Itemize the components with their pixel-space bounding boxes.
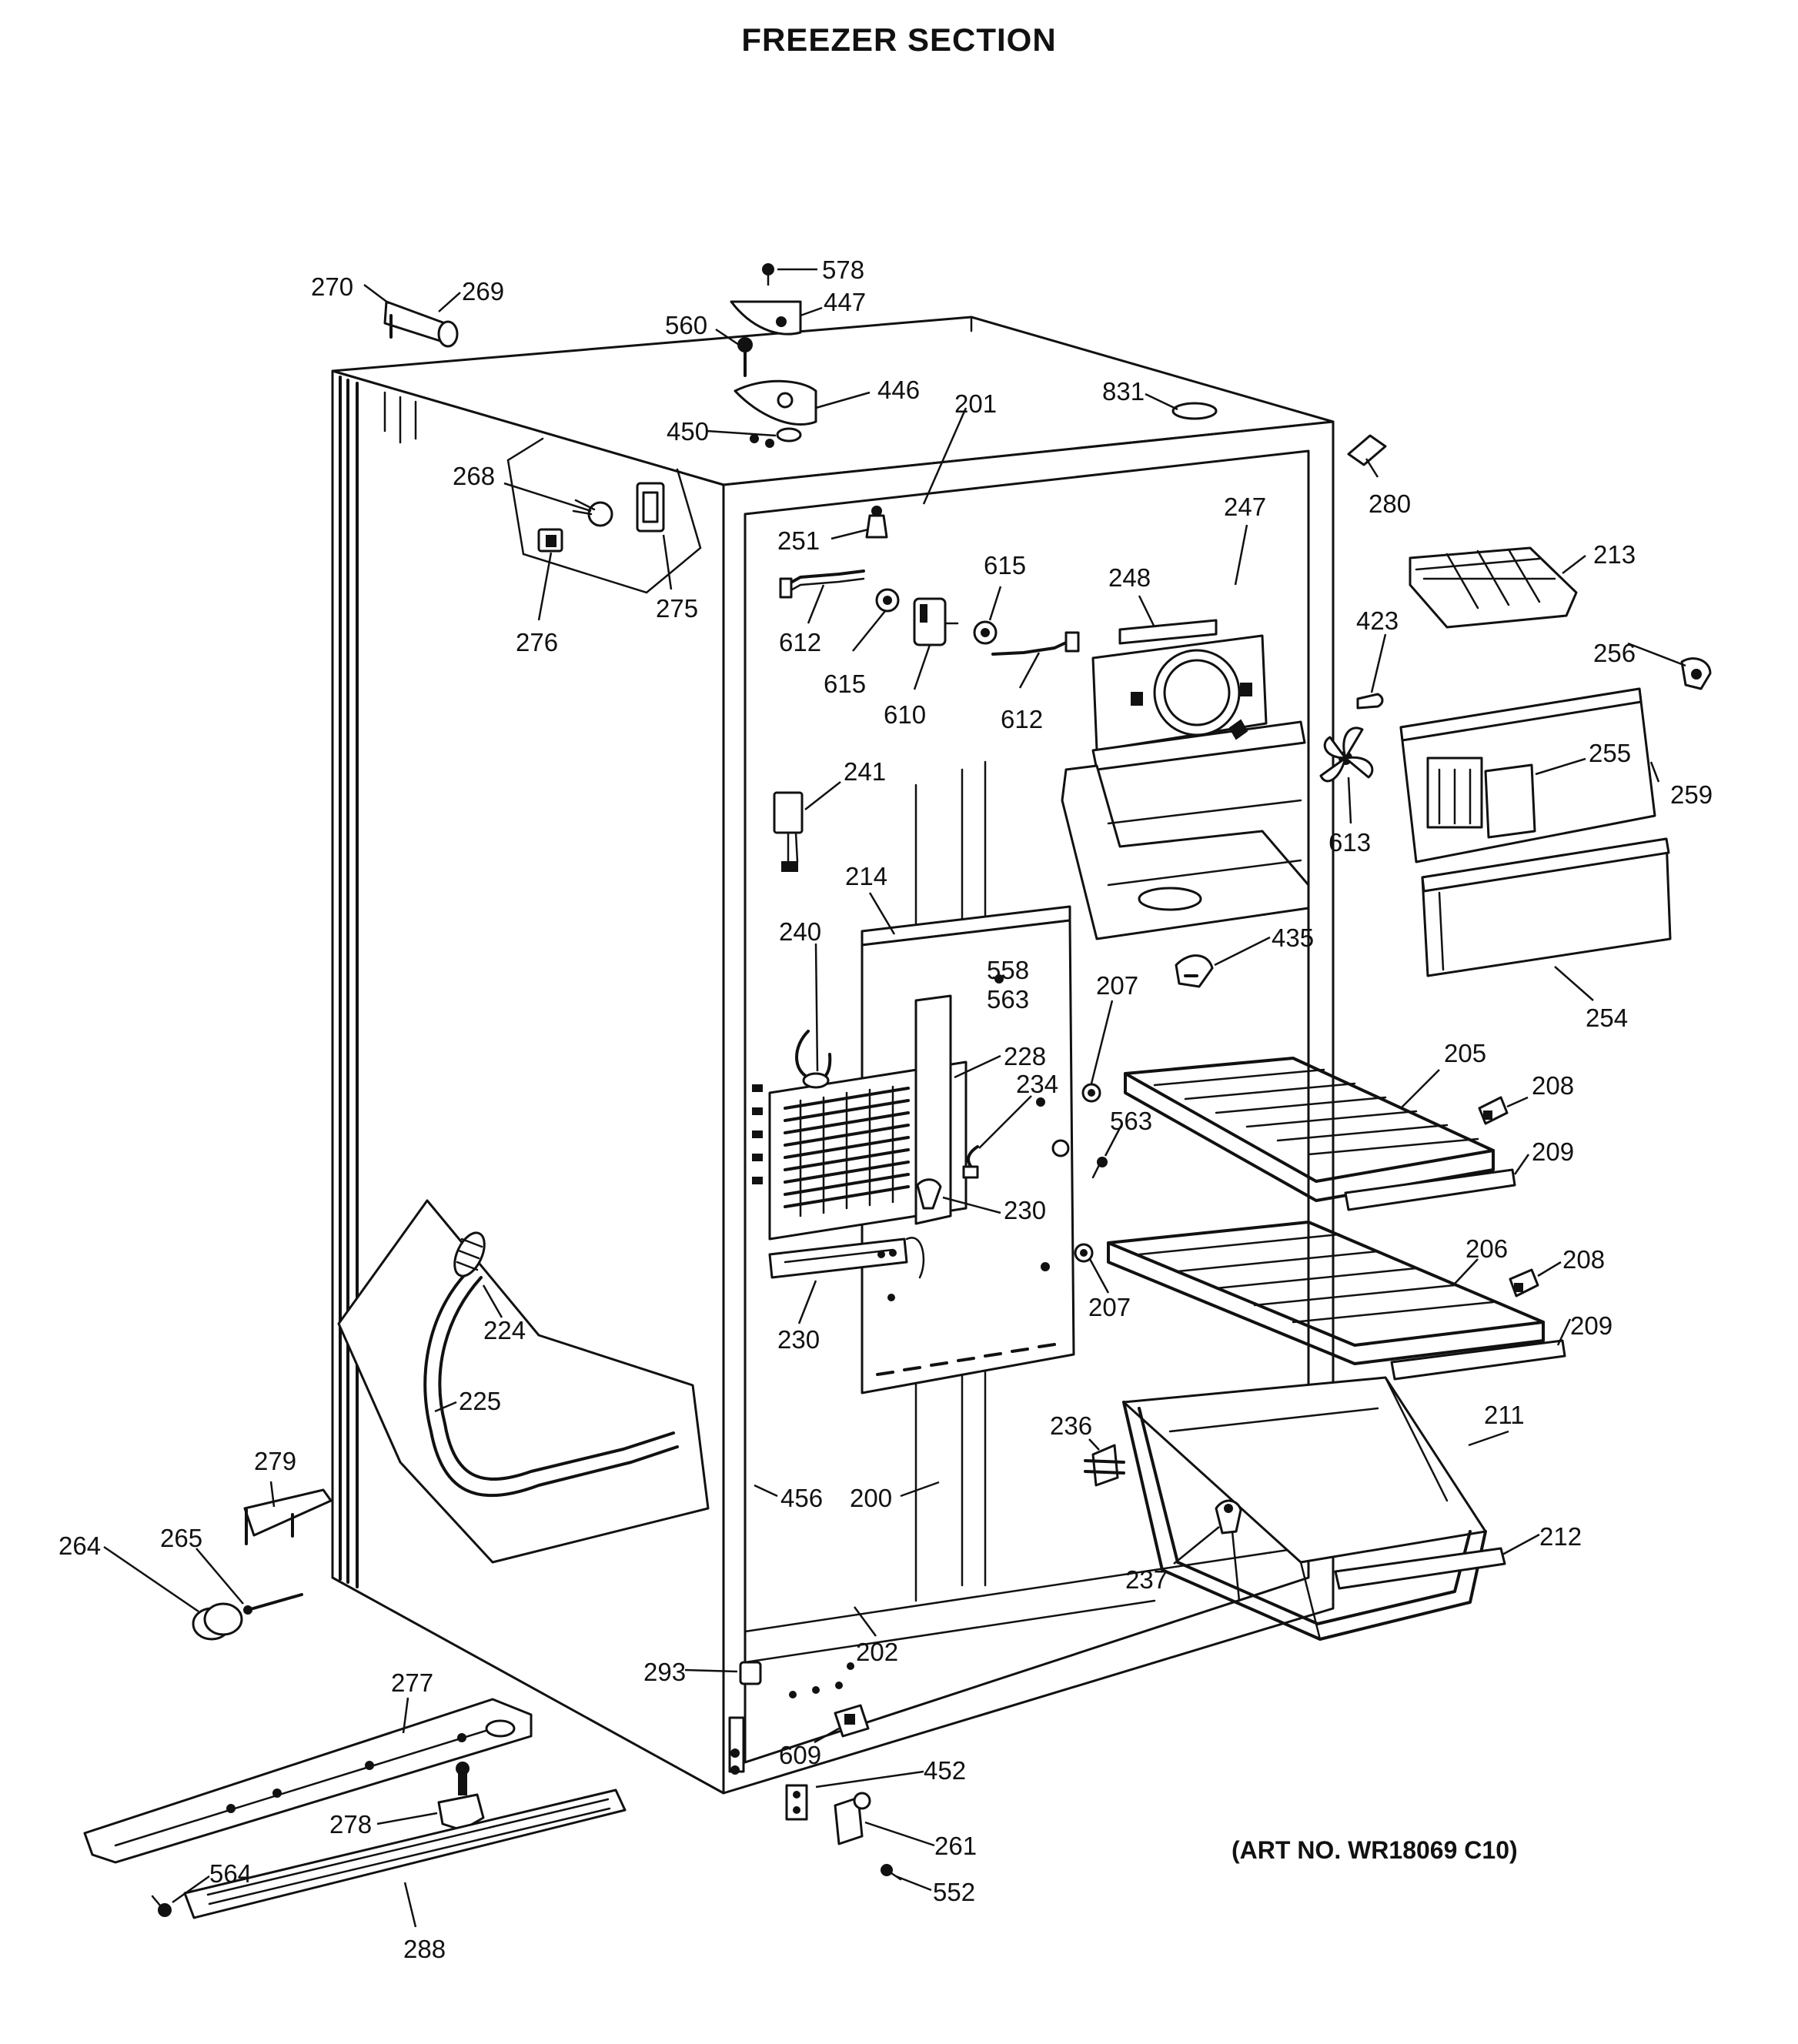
part-label-248: 248: [1108, 563, 1151, 592]
leader-lines: [103, 268, 1686, 1928]
part-label-446: 446: [877, 376, 920, 404]
part-label-208-lower: 208: [1562, 1245, 1605, 1274]
part-label-214: 214: [845, 862, 887, 890]
part-label-270: 270: [311, 272, 353, 301]
part-label-278: 278: [329, 1810, 372, 1839]
part-label-423: 423: [1356, 606, 1399, 635]
part-label-265: 265: [160, 1524, 202, 1552]
bottom-parts: [83, 1488, 902, 1919]
part-label-206: 206: [1465, 1234, 1508, 1263]
fan-blade: [1319, 726, 1374, 783]
part-label-202: 202: [856, 1638, 898, 1666]
part-label-234: 234: [1016, 1070, 1058, 1098]
part-label-254: 254: [1586, 1004, 1628, 1032]
part-label-259: 259: [1670, 780, 1713, 809]
part-label-237: 237: [1125, 1565, 1168, 1594]
part-label-208-upper: 208: [1532, 1071, 1574, 1100]
part-label-558: 558: [987, 956, 1029, 984]
part-label-293: 293: [643, 1658, 686, 1686]
part-label-268: 268: [453, 462, 495, 490]
part-label-230-left: 230: [777, 1325, 820, 1354]
part-label-247: 247: [1224, 493, 1266, 521]
part-label-552: 552: [933, 1878, 975, 1906]
part-label-236: 236: [1050, 1411, 1092, 1440]
upper-wire-shelf: [1124, 1057, 1495, 1202]
part-label-447: 447: [824, 288, 866, 316]
part-label-563-upper: 563: [987, 985, 1029, 1014]
temperature-control-parts: [537, 482, 665, 553]
part-label-615-lower: 615: [824, 670, 866, 698]
part-label-276: 276: [516, 628, 558, 656]
part-label-831: 831: [1102, 377, 1145, 406]
part-number-labels: 578 447 270 269 560 446 201 831 450 280 …: [58, 256, 1713, 1963]
part-label-435: 435: [1272, 923, 1314, 952]
part-label-207-upper: 207: [1096, 971, 1138, 1000]
art-number: (ART NO. WR18069 C10): [1232, 1836, 1518, 1864]
freezer-basket: [1122, 1376, 1487, 1641]
part-label-225: 225: [459, 1387, 501, 1415]
part-label-256: 256: [1593, 639, 1636, 667]
lower-wire-shelf: [1107, 1221, 1545, 1365]
part-label-224: 224: [483, 1316, 526, 1344]
part-label-609: 609: [779, 1741, 821, 1769]
part-label-264: 264: [58, 1531, 101, 1560]
fan-housing-assembly: [1061, 619, 1384, 988]
part-label-578: 578: [822, 256, 864, 284]
part-label-610: 610: [884, 700, 926, 729]
right-side-parts: [1074, 434, 1712, 1641]
part-label-269: 269: [462, 277, 504, 306]
part-label-205: 205: [1444, 1039, 1486, 1067]
part-label-212: 212: [1539, 1522, 1582, 1551]
part-label-241: 241: [844, 757, 886, 786]
part-label-261: 261: [934, 1832, 977, 1860]
part-label-209-lower: 209: [1570, 1311, 1613, 1340]
part-label-560: 560: [665, 311, 707, 339]
part-label-563-lower: 563: [1110, 1107, 1152, 1135]
interior-upper-parts: [773, 506, 1080, 872]
part-label-240: 240: [779, 917, 821, 946]
part-label-288: 288: [403, 1935, 446, 1963]
part-label-613: 613: [1328, 828, 1371, 857]
part-label-213: 213: [1593, 540, 1636, 569]
part-label-200: 200: [850, 1484, 892, 1512]
part-label-207-lower: 207: [1088, 1293, 1131, 1321]
part-label-456: 456: [780, 1484, 823, 1512]
part-label-251: 251: [777, 526, 820, 555]
part-label-230-right: 230: [1004, 1196, 1046, 1224]
part-label-201: 201: [954, 389, 997, 418]
part-label-275: 275: [656, 594, 698, 623]
part-label-450: 450: [667, 417, 709, 446]
evaporator-coil: [784, 1085, 910, 1217]
part-label-211: 211: [1484, 1401, 1525, 1429]
part-label-452: 452: [924, 1756, 966, 1785]
top-hinge-assembly: [383, 263, 1218, 448]
evaporator-assembly: [752, 905, 1075, 1394]
part-label-615-upper: 615: [984, 551, 1026, 579]
page-title: FREEZER SECTION: [741, 22, 1057, 58]
drain-pipe-cutaway: [337, 1199, 710, 1564]
part-label-612-right: 612: [1001, 705, 1043, 733]
part-label-228: 228: [1004, 1042, 1046, 1070]
part-label-277: 277: [391, 1668, 433, 1697]
part-label-612-left: 612: [779, 628, 821, 656]
part-label-280: 280: [1369, 489, 1411, 518]
part-label-564: 564: [209, 1859, 252, 1888]
part-label-279: 279: [254, 1447, 296, 1475]
part-label-255: 255: [1589, 739, 1631, 767]
part-label-209-upper: 209: [1532, 1137, 1574, 1166]
